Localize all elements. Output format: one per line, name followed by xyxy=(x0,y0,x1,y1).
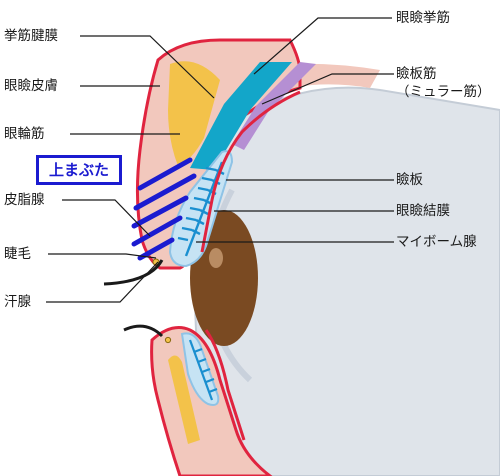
label-tarsal-muscle: 瞼板筋 xyxy=(396,66,437,82)
lower-conjunctiva xyxy=(204,329,246,441)
leader-lines-right xyxy=(196,17,394,243)
eyelid-conjunctiva xyxy=(200,90,301,253)
label-eyelid-skin: 眼瞼皮膚 xyxy=(4,78,58,94)
label-sweat-gland: 汗腺 xyxy=(4,294,31,310)
levator-aponeurosis xyxy=(190,62,292,170)
orbital-fat xyxy=(168,61,220,166)
label-conjunctiva: 眼瞼結膜 xyxy=(396,203,450,219)
label-eyelash: 睫毛 xyxy=(4,246,31,262)
label-orbicularis: 眼輪筋 xyxy=(4,126,45,142)
upper-eyelash xyxy=(103,259,164,286)
label-tarsal-muscle-alt: （ミュラー筋） xyxy=(396,84,491,100)
leader-lines-left xyxy=(46,35,215,303)
lower-meibomian-gland xyxy=(188,339,218,401)
sebaceous-gland-dot xyxy=(152,258,160,266)
lower-gland-dot xyxy=(164,336,172,344)
lower-eyelash xyxy=(123,324,164,338)
label-levator-aponeurosis: 挙筋腱膜 xyxy=(4,28,58,44)
pupil-highlight xyxy=(209,248,223,268)
label-sebaceous-gland: 皮脂腺 xyxy=(4,192,45,208)
label-meibomian-gland: マイボーム腺 xyxy=(396,234,477,250)
label-levator-muscle: 眼瞼挙筋 xyxy=(396,10,450,26)
orbicularis-muscle xyxy=(131,157,197,261)
upper-eyelid-callout: 上まぶた xyxy=(36,155,122,185)
lower-fat xyxy=(168,355,200,444)
label-tarsus: 瞼板 xyxy=(396,172,423,188)
